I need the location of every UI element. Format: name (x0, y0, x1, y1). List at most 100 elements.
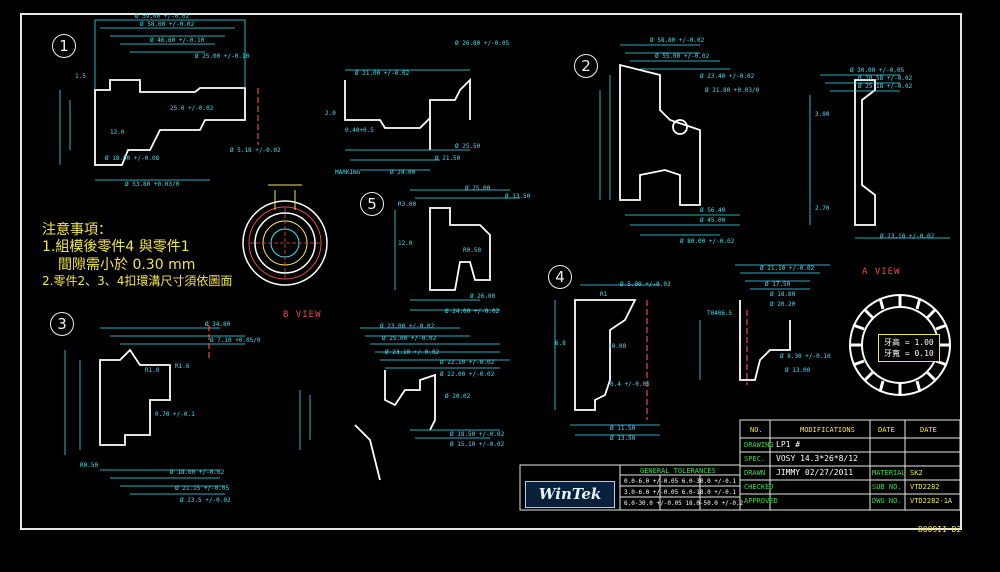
dim-p1-8: 25.0 +/-0.02 (170, 105, 214, 112)
tb-row-0-value: LP1 # (776, 440, 801, 449)
thread-tolerance-box: 牙高 = 1.00 牙寬 = 0.10 (878, 334, 940, 362)
wintek-logo: WinTek (525, 481, 615, 508)
dim-p5-1: Ø 13.50 (505, 193, 531, 200)
dim-av-5: Ø 23.10 +/-0.02 (880, 233, 935, 240)
dim-p4-6: 0.4 +/-0.05 (610, 381, 650, 388)
tb-sub-no-value: VTD2282 (910, 483, 940, 491)
dim-p1-0: Ø 59.00 +/-0.02 (135, 13, 190, 20)
center-lines (208, 88, 748, 420)
part-number-4: 4 (548, 265, 572, 289)
part4-profile (574, 299, 637, 411)
dim-p5-6: Ø 24.00 +/-0.02 (445, 308, 500, 315)
dim-p5-2: R3.00 (398, 201, 416, 208)
dim-p1-5: Ø 53.80 +0.03/0 (125, 181, 180, 188)
dim-cb-3: Ø 22.10 +/-0.02 (440, 359, 495, 366)
tooth-height: 牙高 = 1.00 (884, 338, 934, 347)
b-view-ring (242, 184, 328, 286)
dim-av-0: Ø 30.00 +/-0.05 (850, 67, 905, 74)
part1-profile (94, 79, 246, 166)
dim-cb-7: Ø 15.10 +/-0.02 (450, 441, 505, 448)
dim-rb-0: Ø 21.10 +/-0.02 (760, 265, 815, 272)
tb-sub-no-label: SUB NO. (872, 483, 902, 491)
tb-dwg-no-label: DWG NO. (872, 497, 902, 505)
center-bottom-stem (354, 424, 381, 481)
dim-p3-0: Ø 34.80 (205, 321, 231, 328)
tb-row-1-label: SPEC. (744, 455, 766, 463)
dim-p3-3: R1.6 (175, 363, 190, 370)
dim-p4-3: 10.00 (608, 343, 626, 350)
tb-modifications-header: MODIFICATIONS (800, 426, 855, 434)
dim-ct-0: Ø 21.00 +/-0.02 (355, 70, 410, 77)
dim-p5-5: Ø 26.00 (470, 293, 496, 300)
tooth-width: 牙寬 = 0.10 (884, 349, 934, 358)
part2-hole (672, 119, 688, 135)
dim-p2-6: Ø 56.40 (700, 207, 726, 214)
dim-ct-3: 0.40+0.5 (345, 127, 374, 134)
dim-p1-4: Ø 5.18 +/-0.02 (230, 147, 281, 154)
dim-cb-2: Ø 23.10 +/-0.02 (385, 349, 440, 356)
sheet-code: B009II-D2 (918, 525, 962, 534)
tb-row-2-label: DRAWN (744, 469, 766, 477)
dim-p3-5: R0.50 (80, 462, 98, 469)
dim-av-3: 3.00 (815, 111, 830, 118)
part-number-2: 2 (574, 54, 598, 78)
dim-p2-1: Ø 55.00 +/-0.02 (655, 53, 710, 60)
dim-ct-5: Ø 21.50 (435, 155, 461, 162)
b-view-label: B VIEW (283, 310, 322, 320)
dim-p1-3: Ø 25.00 +/-0.10 (195, 53, 250, 60)
dim-cb-5: Ø 20.02 (445, 393, 471, 400)
part-number-1: 1 (52, 34, 76, 58)
dim-p1-9: 1.5 (75, 73, 86, 80)
dim-av-4: 2.70 (815, 205, 830, 212)
notes-line-1: 1.組模後零件4 與零件1 (42, 239, 190, 255)
notes-title: 注意事項： (42, 222, 112, 238)
title-block-lines (519, 419, 961, 511)
dim-ct-2: 2.0 (325, 110, 336, 117)
tb-row-4-label: APPROVED (744, 497, 778, 505)
dim-p5-3: R0.50 (463, 247, 481, 254)
dim-av-2: Ø 25.18 +/-0.02 (858, 83, 913, 90)
dim-ct-1: Ø 26.80 +/-0.05 (455, 40, 510, 47)
dim-p5-4: 12.0 (398, 240, 413, 247)
dim-cb-4: Ø 22.00 +/-0.02 (440, 371, 495, 378)
dim-p1-6: Ø 18.00 +/-0.08 (105, 155, 160, 162)
dim-p3-7: Ø 21.15 +/-0.05 (175, 485, 230, 492)
dim-cb-1: Ø 25.00 +/-0.02 (382, 335, 437, 342)
dim-p1-2: Ø 46.60 +/-0.10 (150, 37, 205, 44)
dim-rb-3: Ø 20.20 (770, 301, 796, 308)
tb-row-3-label: CHECKED (744, 483, 774, 491)
dim-p2-3: Ø 21.80 +0.03/0 (705, 87, 760, 94)
a-view-label: A VIEW (862, 267, 901, 277)
tb-row-2-value: JIMMY 02/27/2011 (776, 468, 854, 477)
dim-p5-0: Ø 25.00 (465, 185, 491, 192)
part-number-3: 3 (50, 312, 74, 336)
dim-p4-2: 6.8 (555, 340, 566, 347)
dim-cb-0: Ø 23.00 +/-0.02 (380, 323, 435, 330)
tb-date-header: DATE (878, 426, 895, 434)
part3-profile (99, 348, 171, 446)
dim-rb-4: T0406.5 (707, 310, 733, 317)
dimension-lines (59, 19, 950, 495)
tb-general-tolerances: GENERAL TOLERANCES (640, 467, 716, 475)
dim-rb-6: Ø 13.00 (785, 367, 811, 374)
dim-cb-6: Ø 18.50 +/-0.02 (450, 431, 505, 438)
dim-p2-0: Ø 58.80 +/-0.02 (650, 37, 705, 44)
tb-no-header: NO. (750, 426, 763, 434)
part-number-5: 5 (360, 192, 384, 216)
part2-profile (619, 63, 701, 206)
dim-p4-5: Ø 13.50 (610, 435, 636, 442)
right-bottom-profile (739, 300, 791, 381)
tb-tol-row-2: 6.0-30.0 +/-0.05 18.0-50.0 +/-0.2 (624, 500, 744, 507)
thread-ring (849, 294, 951, 396)
drawing-sheet-border (20, 13, 962, 530)
dim-ct-4: Ø 25.50 (455, 143, 481, 150)
dim-p2-2: Ø 23.40 +/-0.02 (700, 73, 755, 80)
tb-date2-header: DATE (920, 426, 937, 434)
dim-p3-1: Ø 7.10 +0.05/0 (210, 337, 261, 344)
tb-material-value: SK2 (910, 469, 923, 477)
dim-p2-4: Ø 80.00 +/-0.02 (680, 238, 735, 245)
notes-line-3: 2.零件2、3、4扣環溝尺寸須依圖面 (42, 274, 233, 288)
